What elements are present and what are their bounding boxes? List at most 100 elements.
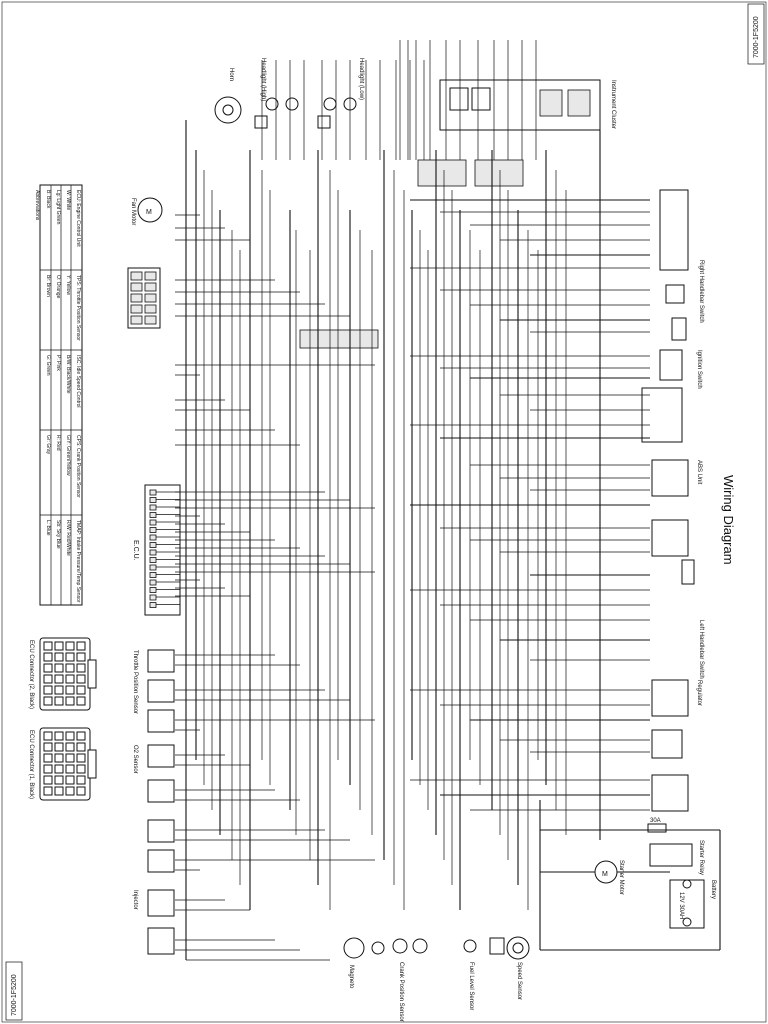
abbr-r3c0: ECU: Engine Control Unit [75, 190, 81, 247]
ecu-connector-pin [76, 696, 86, 706]
ecu-connector-pin [65, 775, 75, 785]
battery-label: Battery [710, 880, 716, 899]
ecu-connector-pin [76, 731, 86, 741]
instrument-cluster-label: Instrument Cluster [610, 80, 616, 129]
ecu-pin [149, 527, 157, 533]
code-top-text: 7000-1F5200 [753, 16, 760, 58]
ecu-block: E.C.U. [132, 484, 181, 616]
abbr-r2c3: G/Y: Green/Yellow [65, 435, 71, 476]
fan-motor-symbol: M [146, 209, 152, 216]
ecu-connector-pin [54, 764, 64, 774]
ecu-connector-pin [54, 753, 64, 763]
ecu-connector-lower: ECU Connector (1, Black) [28, 727, 97, 801]
ecu-connector-pin [76, 652, 86, 662]
headlight-low-label: Headlight (Low) [358, 58, 364, 100]
right-switch-groups: Right Handlebar Switch Ignition Switch A… [641, 189, 704, 812]
abbr-r2c1: Y: Yellow [65, 275, 71, 295]
code-box-bottom: 7000-1F5200 [5, 961, 23, 1021]
ecu-pin [149, 519, 157, 526]
fuse-cell [130, 315, 143, 325]
ecu-pin [149, 594, 157, 601]
ecu-connector-pin [54, 663, 64, 673]
ecu-connector-pin [76, 674, 86, 684]
abbr-r3c2: ISC: Idle Speed Control [75, 355, 81, 408]
ecu-connector-pin [76, 742, 86, 752]
diagram-title: Wiring Diagram [721, 475, 736, 565]
ecu-connector-pin [65, 742, 75, 752]
wiring-harness [175, 40, 721, 961]
ecu-connector-pin [43, 775, 53, 785]
ecu-label: E.C.U. [132, 540, 139, 561]
code-bottom-text: 7000-1F5200 [11, 974, 18, 1016]
right-handlebar-label: Right Handlebar Switch [698, 260, 704, 323]
starter-relay: Starter Relay [649, 840, 704, 875]
fuse-cell [144, 304, 157, 314]
ecu-pin [149, 504, 157, 511]
main-harness-connector [299, 329, 379, 349]
ecu-connector-pin [43, 731, 53, 741]
fan-motor: M Fan Motor [130, 197, 163, 225]
ecu-connector-upper: ECU Connector (2, Black) [28, 637, 97, 711]
sensor-stack-left: Throttle Position Sensor O2 Sensor Injec… [132, 649, 175, 955]
ecu-pin [149, 549, 157, 556]
fuse-cell [144, 315, 157, 325]
ecu-connector-pin [43, 786, 53, 796]
fuse-cell [144, 293, 157, 303]
abbr-r1c0: Lg: Light Green [55, 190, 61, 225]
ecu-connector-pin [65, 731, 75, 741]
o2-sensor-label: O2 Sensor [132, 745, 138, 774]
ecu-pin [149, 564, 157, 571]
regulator-label: Regulator [696, 680, 702, 706]
fuse-cell [130, 293, 143, 303]
ecu-pin [149, 572, 157, 578]
ecu-connector-pin [65, 764, 75, 774]
headlight-high-label: Headlight (High) [260, 58, 266, 101]
ecu-connector-pin [76, 764, 86, 774]
fuel-sensor-label: Fuel Level Sensor [468, 962, 474, 1010]
speed-sensor-label: Speed Sensor [516, 962, 522, 1000]
ecu-connector-pin [65, 641, 75, 651]
horn-component: Horn [214, 68, 242, 124]
fuse-box [127, 267, 161, 329]
ecu-connector-pin [54, 641, 64, 651]
ecu-connector-pin [43, 674, 53, 684]
headlight-group: Headlight (High) Headlight (Low) [254, 58, 364, 129]
abbr-r0c3: Gr: Gray [45, 435, 51, 455]
ecu-connector-pin [43, 696, 53, 706]
abbr-r1c4: Sb: Sky Blue [55, 520, 61, 549]
bottom-components: Magneto Crank Position Sensor Fuel Level… [343, 936, 530, 1022]
fuse-cell [144, 271, 157, 281]
abbr-r3c1: TPS: Throttle Position Sensor [75, 275, 81, 341]
abbreviations-table: B: Black Br: Brown G: Green Gr: Gray L: … [34, 184, 83, 606]
instrument-cluster: Instrument Cluster [439, 79, 616, 131]
main-fuse-label: 30A [650, 818, 661, 824]
battery-capacity: 12V 30AH [678, 892, 684, 919]
main-fuse: 30A [647, 818, 667, 833]
abbr-r0c0: B: Black [45, 190, 51, 209]
ecu-pin [149, 512, 157, 518]
fuse-cell [130, 282, 143, 292]
left-handlebar-label: Left Handlebar Switch [698, 620, 704, 679]
ecu-pin [149, 557, 157, 563]
ecu-connector-pin [54, 775, 64, 785]
ecu-connector-pin [65, 786, 75, 796]
abbr-r1c1: O: Orange [55, 275, 61, 299]
fuse-cell [144, 282, 157, 292]
ignition-switch-label: Ignition Switch [696, 350, 702, 389]
abbr-r2c2: B/W: Black/White [65, 355, 71, 394]
horn-label: Horn [228, 68, 234, 81]
ecu-connector-lower-label: ECU Connector (1, Black) [28, 730, 34, 799]
abs-unit-label: ABS Unit [696, 460, 702, 485]
starter-relay-label: Starter Relay [698, 840, 704, 875]
ecu-connector-pin [54, 685, 64, 695]
abbr-r1c2: P: Pink [55, 355, 61, 371]
ecu-connector-pin [65, 696, 75, 706]
ecu-connector-pin [43, 753, 53, 763]
ecu-connector-pin [54, 742, 64, 752]
ecu-connector-pin [54, 652, 64, 662]
ecu-connector-pin [43, 685, 53, 695]
ecu-connector-pin [76, 775, 86, 785]
ecu-connector-pin [54, 786, 64, 796]
